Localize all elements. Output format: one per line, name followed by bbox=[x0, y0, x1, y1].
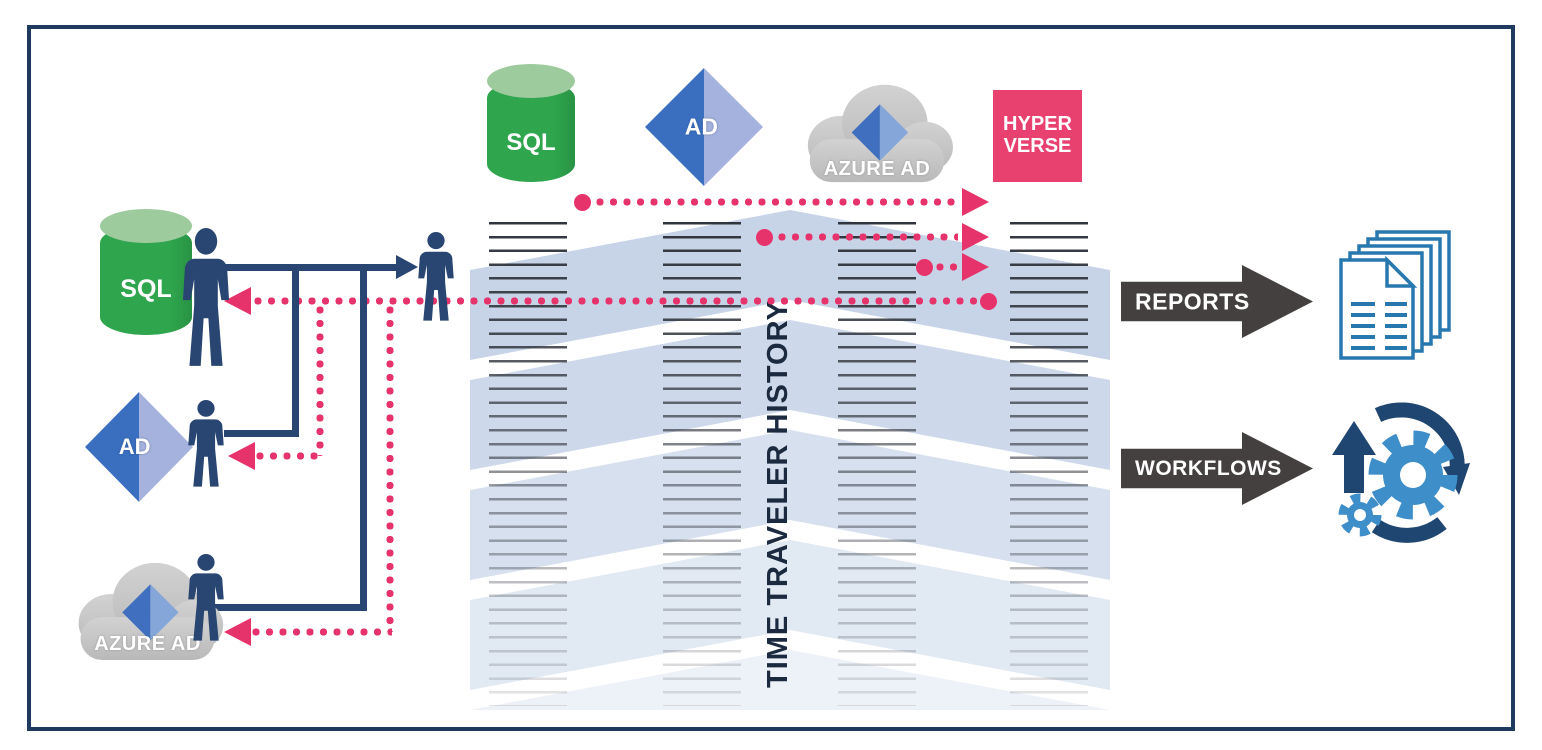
sql-cylinder-icon-top: SQL bbox=[487, 64, 575, 182]
identity-line-elbow-ad bbox=[224, 430, 299, 437]
user-person-icon-ad bbox=[186, 400, 226, 488]
dotted-return-azure-arrowhead bbox=[224, 618, 251, 646]
hyperverse-label: HYPER VERSE bbox=[1003, 113, 1072, 157]
history-records-column-azure-ad bbox=[838, 222, 916, 706]
dotted-return-start-dot bbox=[980, 293, 997, 310]
dotted-return-ad-arrowhead bbox=[228, 442, 255, 470]
user-person-icon-sql bbox=[180, 228, 232, 368]
ad-diamond-icon-left: AD bbox=[85, 392, 193, 502]
azure-ad-top-label: AZURE AD bbox=[823, 157, 931, 180]
dotted-flow-azure-ad-arrowhead bbox=[962, 253, 989, 281]
sql-cylinder-icon-left: SQL bbox=[100, 209, 192, 335]
azure-diamond-left-face bbox=[122, 584, 151, 641]
sql-cylinder-cap bbox=[487, 64, 575, 98]
dotted-return-branch-ad-vertical bbox=[316, 306, 324, 456]
identity-line-elbow-azure bbox=[212, 604, 367, 611]
identity-line-drop-azure bbox=[360, 264, 367, 611]
history-records-column-hyperverse bbox=[1010, 222, 1088, 706]
dotted-return-main-line bbox=[254, 297, 978, 305]
azure-diamond-right-face bbox=[150, 584, 179, 641]
azure-ad-cloud-icon-top: AZURE AD bbox=[793, 75, 961, 187]
cloud-shape bbox=[807, 84, 953, 183]
sql-left-label: SQL bbox=[120, 274, 172, 303]
dotted-flow-azure-ad-to-hyperverse bbox=[936, 263, 960, 271]
history-records-column-sql bbox=[489, 222, 567, 706]
history-records-column-ad bbox=[663, 222, 741, 706]
user-person-icon-azure-ad bbox=[186, 554, 226, 642]
documents-icon bbox=[1335, 226, 1457, 364]
small-gear-teeth bbox=[1338, 493, 1382, 537]
sql-top-label: SQL bbox=[506, 128, 556, 156]
identity-line-sql-to-user bbox=[222, 264, 398, 271]
dotted-return-branch-azure-horizontal bbox=[252, 628, 392, 636]
dotted-flow-sql-arrowhead bbox=[962, 188, 989, 216]
identity-line-drop-ad bbox=[292, 264, 299, 437]
history-chevron-backdrop bbox=[470, 205, 1110, 710]
ad-diamond-icon-top: AD bbox=[645, 68, 763, 186]
dotted-return-branch-azure-vertical bbox=[386, 306, 394, 632]
azure-diamond-left-face bbox=[851, 104, 880, 161]
sql-cylinder-body bbox=[100, 225, 192, 335]
dotted-flow-azure-ad-start-dot bbox=[916, 259, 933, 276]
dotted-return-branch-ad-horizontal bbox=[256, 452, 322, 460]
user-person-icon-center bbox=[416, 232, 456, 322]
workflows-label: WORKFLOWS bbox=[1135, 456, 1282, 480]
cycle-arc-top bbox=[1374, 402, 1465, 472]
reports-label: REPORTS bbox=[1135, 288, 1250, 314]
hyperverse-box: HYPER VERSE bbox=[993, 90, 1082, 182]
azure-ad-left-label: AZURE AD bbox=[94, 632, 201, 655]
dotted-flow-ad-arrowhead bbox=[962, 223, 989, 251]
dotted-flow-sql-to-hyperverse bbox=[596, 198, 958, 206]
identity-line-arrowhead bbox=[396, 255, 418, 279]
dotted-flow-ad-start-dot bbox=[756, 229, 773, 246]
cycle-arc-bottom bbox=[1371, 516, 1447, 543]
dotted-flow-ad-to-hyperverse bbox=[778, 233, 958, 241]
ad-top-label: AD bbox=[684, 113, 718, 140]
azure-diamond-right-face bbox=[879, 104, 909, 161]
ad-left-label: AD bbox=[118, 434, 151, 459]
dotted-flow-sql-start-dot bbox=[574, 194, 591, 211]
sql-cylinder-cap bbox=[100, 209, 192, 243]
gears-icon bbox=[1316, 395, 1476, 550]
cycle-up-arrow bbox=[1332, 421, 1376, 493]
diagram-border-frame bbox=[27, 25, 1515, 731]
time-traveler-history-label: TIME TRAVELER HISTORY bbox=[762, 300, 794, 688]
large-gear-teeth bbox=[1368, 430, 1458, 520]
